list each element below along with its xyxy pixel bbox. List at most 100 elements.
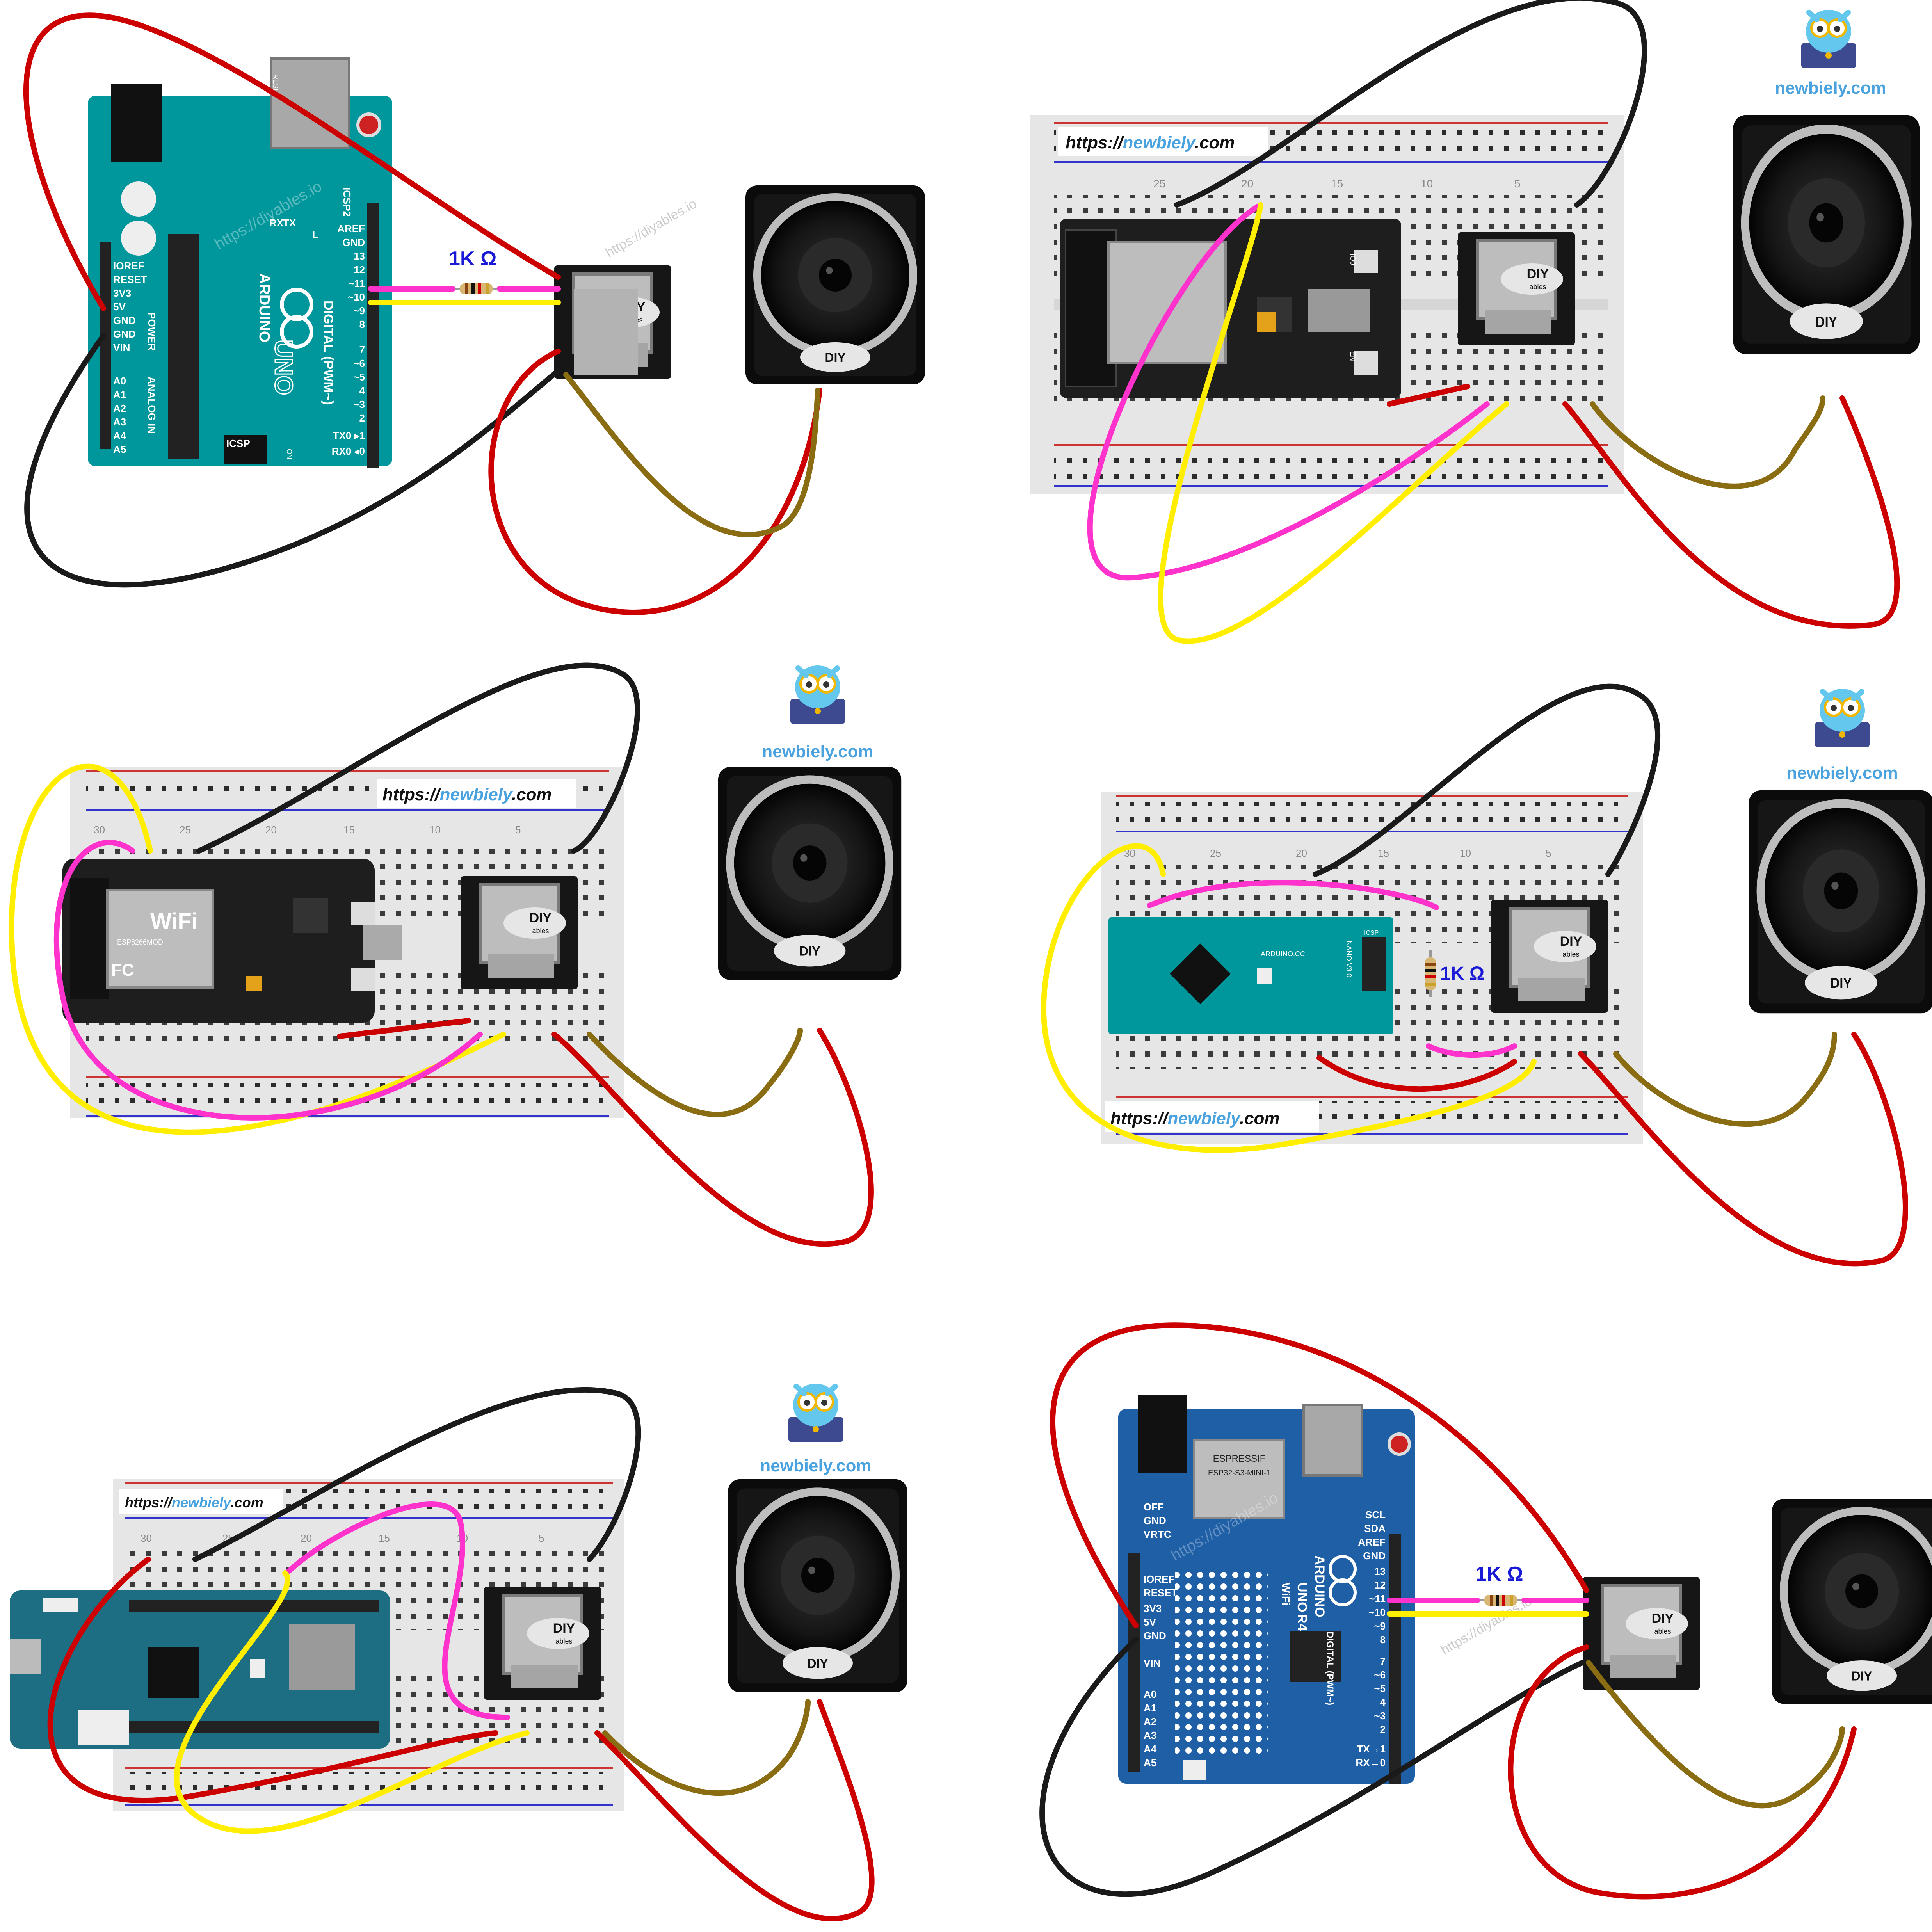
- uno-pin-gnd-d: GND: [342, 237, 365, 248]
- nano-logo-text: newbiely.com: [1786, 763, 1898, 783]
- r4-chip-brand: ESPRESSIF: [1213, 1453, 1266, 1464]
- nano-model: NANO V3.0: [1345, 941, 1353, 977]
- uno-pin-a0: A0: [113, 375, 126, 387]
- uno-pin-7: 7: [359, 344, 365, 356]
- url-prefix: https://: [125, 1494, 173, 1510]
- r4-board-name: ARDUINO: [1312, 1555, 1327, 1617]
- uno-wire-spk-red: [488, 349, 822, 615]
- url-prefix: https://: [1066, 133, 1124, 152]
- url-suffix: .com: [231, 1494, 263, 1510]
- r4-pin-11: ~11: [1369, 1593, 1386, 1605]
- nano-col-5: 5: [1546, 847, 1551, 859]
- r4-label-gnd: GND: [1144, 1515, 1166, 1526]
- uno-power-pin-labels: IOREF RESET 3V3 5V GND GND VIN: [113, 260, 147, 354]
- r4-pin-2: 2: [1380, 1724, 1386, 1735]
- esp8266-col-20: 20: [265, 824, 277, 836]
- esp32-col-25: 25: [1153, 178, 1165, 190]
- r4-pin-3v3: 3V3: [1144, 1603, 1162, 1614]
- r4-pin-gnd-d: GND: [1363, 1550, 1386, 1562]
- uno-digital-label: DIGITAL (PWM~): [321, 301, 336, 405]
- uno-wire-spk-olive: [563, 372, 820, 537]
- r4-pin-9: ~9: [1374, 1620, 1386, 1632]
- uno-pin-2: 2: [359, 412, 365, 424]
- r4-pin-gnd: GND: [1144, 1630, 1166, 1642]
- uno-pin-gnd2: GND: [113, 328, 136, 340]
- mkr-speaker: [728, 1479, 907, 1692]
- url-name: newbiely: [1168, 1109, 1241, 1128]
- r4-pin-scl: SCL: [1365, 1509, 1386, 1521]
- r4-model-a: UNO: [1295, 1583, 1309, 1612]
- nano-resistor-label: 1K Ω: [1440, 963, 1484, 984]
- esp8266-dfplayer: [461, 876, 578, 989]
- esp32-logo: newbiely.com: [1775, 10, 1886, 98]
- uno-wires: [23, 12, 822, 615]
- esp8266-fc-mark: FC: [111, 961, 134, 980]
- nano-wires: [1041, 683, 1908, 1267]
- esp8266-module-text: ESP8266MOD: [117, 938, 163, 946]
- r4-digital-pin-labels: 13 12 ~11 ~10 ~9 8 7 ~6 ~5 4 ~3 2 TX→1 R…: [1356, 1566, 1386, 1768]
- r4-pin-10: ~10: [1368, 1606, 1386, 1618]
- r4-model-c: WiFi: [1280, 1583, 1292, 1606]
- url-suffix: .com: [1195, 133, 1235, 152]
- esp32-en-label: EN: [1349, 351, 1357, 361]
- uno-pin-6: ~6: [353, 358, 365, 369]
- r4-pin-0: RX←0: [1356, 1757, 1386, 1768]
- esp8266-wires: [9, 662, 874, 1247]
- esp8266-speaker: [718, 767, 901, 980]
- r4-chip-model: ESP32-S3-MINI-1: [1208, 1469, 1270, 1477]
- nano-logo: newbiely.com: [1786, 689, 1898, 783]
- uno-pin-a3: A3: [113, 416, 126, 428]
- r4-label-off: OFF: [1144, 1501, 1164, 1513]
- r4-infinity-icon: [1329, 1555, 1357, 1606]
- uno-pin-10: ~10: [348, 291, 365, 303]
- uno-pin-a5: A5: [113, 443, 126, 455]
- nano-col-25: 25: [1210, 847, 1221, 859]
- uno-icsp2-label: ICSP2: [341, 187, 353, 217]
- r4-pin-3: ~3: [1374, 1710, 1386, 1722]
- nano-col-20: 20: [1296, 847, 1307, 859]
- r4-analog-pin-labels: A0 A1 A2 A3 A4 A5: [1144, 1688, 1157, 1768]
- r4-pin-7: 7: [1380, 1655, 1386, 1667]
- url-suffix: .com: [1240, 1109, 1280, 1128]
- uno-model-name: UNO: [270, 340, 298, 395]
- uno-pin-0: RX0 ◂0: [332, 445, 365, 457]
- r4-wires: [1039, 1322, 1857, 1900]
- esp32-speaker: [1733, 115, 1920, 354]
- esp8266-col-30: 30: [94, 824, 105, 836]
- uno-pin-a4: A4: [113, 430, 126, 441]
- r4-pin-5v: 5V: [1144, 1616, 1156, 1628]
- r4-label-vrtc: VRTC: [1144, 1528, 1171, 1540]
- uno-pin-reset: RESET: [113, 274, 147, 285]
- mkr-wires: [47, 1387, 875, 1921]
- uno-resistor: [453, 283, 500, 294]
- uno-pin-5v: 5V: [113, 301, 126, 313]
- r4-pin-8: 8: [1380, 1634, 1386, 1646]
- mkr-board: [10, 1590, 390, 1749]
- r4-pin-vin: VIN: [1144, 1657, 1160, 1669]
- uno-pin-a2: A2: [113, 402, 126, 414]
- panel-nano: 30 25 20 15 10 5 https://newbiely.com AR…: [1041, 683, 1932, 1267]
- esp8266-wifi-logo: WiFi: [150, 909, 198, 934]
- nano-dfplayer: [1491, 900, 1608, 1013]
- uno-pin-5: ~5: [353, 371, 365, 383]
- mkr-col-30: 30: [141, 1532, 152, 1544]
- uno-pin-3: ~3: [353, 398, 365, 410]
- uno-pin-12: 12: [354, 264, 365, 276]
- esp8266-col-5: 5: [515, 824, 521, 836]
- r4-pin-a3: A3: [1144, 1729, 1156, 1741]
- uno-pin-8: 8: [359, 318, 365, 330]
- r4-pin-13: 13: [1374, 1566, 1386, 1577]
- r4-power-pin-labels: IOREF RESET 3V3 5V GND VIN: [1144, 1573, 1178, 1669]
- esp8266-col-25: 25: [180, 824, 191, 836]
- uno-analog-label: ANALOG IN: [146, 377, 158, 434]
- r4-pin-sda: SDA: [1364, 1523, 1386, 1534]
- url-suffix: .com: [512, 785, 552, 804]
- uno-resistor-label: 1K Ω: [449, 247, 497, 270]
- uno-pin-1: TX0 ▸1: [333, 430, 365, 441]
- panel-uno-r4: ESPRESSIF ESP32-S3-MINI-1 OFF GND VRTC I…: [1039, 1322, 1932, 1900]
- uno-pin-11: ~11: [348, 278, 365, 289]
- uno-pin-a1: A1: [113, 389, 126, 400]
- r4-pin-5: ~5: [1374, 1683, 1386, 1694]
- nano-speaker: [1749, 790, 1932, 1013]
